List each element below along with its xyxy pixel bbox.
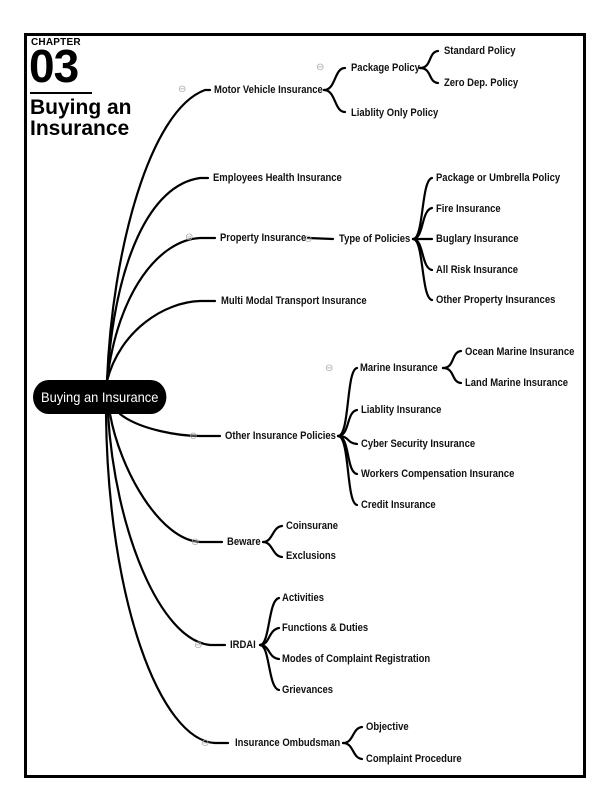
node-zero-dep-policy[interactable]: Zero Dep. Policy bbox=[444, 77, 519, 89]
link-ombudsman bbox=[104, 412, 230, 745]
node-all-risk-insurance[interactable]: All Risk Insurance bbox=[436, 264, 519, 276]
node-type-of-policies[interactable]: Type of Policies bbox=[339, 233, 411, 245]
node-ocean-marine-insurance[interactable]: Ocean Marine Insurance bbox=[465, 346, 575, 358]
node-credit-insurance[interactable]: Credit Insurance bbox=[361, 499, 436, 511]
link-multi bbox=[105, 299, 217, 383]
node-fire-insurance[interactable]: Fire Insurance bbox=[436, 203, 501, 215]
node-activities[interactable]: Activities bbox=[282, 592, 325, 604]
node-multi-modal-transport-insurance[interactable]: Multi Modal Transport Insurance bbox=[221, 295, 367, 307]
node-cyber-security-insurance[interactable]: Cyber Security Insurance bbox=[361, 438, 476, 450]
collapse-icon[interactable]: ⊖ bbox=[201, 738, 210, 749]
node-motor-vehicle-insurance[interactable]: Motor Vehicle Insurance bbox=[214, 84, 323, 96]
node-beware[interactable]: Beware bbox=[227, 536, 261, 548]
collapse-icon[interactable]: ⊖ bbox=[185, 232, 194, 243]
node-exclusions[interactable]: Exclusions bbox=[286, 550, 336, 562]
node-other-insurance-policies[interactable]: Other Insurance Policies bbox=[225, 430, 336, 442]
node-marine-insurance[interactable]: Marine Insurance bbox=[360, 362, 438, 374]
link-motor bbox=[105, 88, 212, 383]
link-property bbox=[105, 236, 217, 383]
root-node[interactable]: Buying an Insurance bbox=[33, 380, 167, 414]
node-employees-health-insurance[interactable]: Employees Health Insurance bbox=[213, 172, 342, 184]
node-grievances[interactable]: Grievances bbox=[282, 684, 334, 696]
chapter-divider bbox=[30, 92, 92, 94]
node-workers-compensation-insurance[interactable]: Workers Compensation Insurance bbox=[361, 468, 515, 480]
node-property-insurance[interactable]: Property Insurance bbox=[220, 232, 307, 244]
node-package-policy[interactable]: Package Policy bbox=[351, 62, 420, 74]
chapter-number: 03 bbox=[29, 40, 79, 92]
link-beware bbox=[108, 412, 224, 544]
node-modes-of-complaint-registration[interactable]: Modes of Complaint Registration bbox=[282, 653, 431, 665]
page-frame bbox=[24, 33, 586, 778]
node-other-property-insurances[interactable]: Other Property Insurances bbox=[436, 294, 556, 306]
node-liablity-only-policy[interactable]: Liablity Only Policy bbox=[351, 107, 439, 119]
node-irdai[interactable]: IRDAI bbox=[230, 639, 256, 651]
node-coinsurane[interactable]: Coinsurane bbox=[286, 520, 339, 532]
link-irdai bbox=[106, 412, 227, 647]
node-objective[interactable]: Objective bbox=[366, 721, 409, 733]
node-insurance-ombudsman[interactable]: Insurance Ombudsman bbox=[235, 737, 341, 749]
node-standard-policy[interactable]: Standard Policy bbox=[444, 45, 516, 57]
collapse-icon[interactable]: ⊖ bbox=[304, 234, 313, 245]
collapse-icon[interactable]: ⊖ bbox=[325, 363, 334, 374]
chapter-label: CHAPTER bbox=[31, 37, 81, 48]
collapse-icon[interactable]: ⊖ bbox=[194, 640, 203, 651]
node-buglary-insurance[interactable]: Buglary Insurance bbox=[436, 233, 519, 245]
chapter-title: Buying an Insurance bbox=[30, 96, 132, 140]
node-functions-duties[interactable]: Functions & Duties bbox=[282, 622, 369, 634]
node-complaint-procedure[interactable]: Complaint Procedure bbox=[366, 753, 462, 765]
node-package-or-umbrella-policy[interactable]: Package or Umbrella Policy bbox=[436, 172, 561, 184]
collapse-icon[interactable]: ⊖ bbox=[191, 537, 200, 548]
collapse-icon[interactable]: ⊖ bbox=[316, 62, 325, 73]
collapse-icon[interactable]: ⊖ bbox=[178, 84, 187, 95]
node-land-marine-insurance[interactable]: Land Marine Insurance bbox=[465, 377, 569, 389]
collapse-icon[interactable]: ⊖ bbox=[189, 431, 198, 442]
link-employees bbox=[105, 176, 210, 383]
link-other bbox=[118, 412, 222, 438]
node-liablity-insurance[interactable]: Liablity Insurance bbox=[361, 404, 442, 416]
